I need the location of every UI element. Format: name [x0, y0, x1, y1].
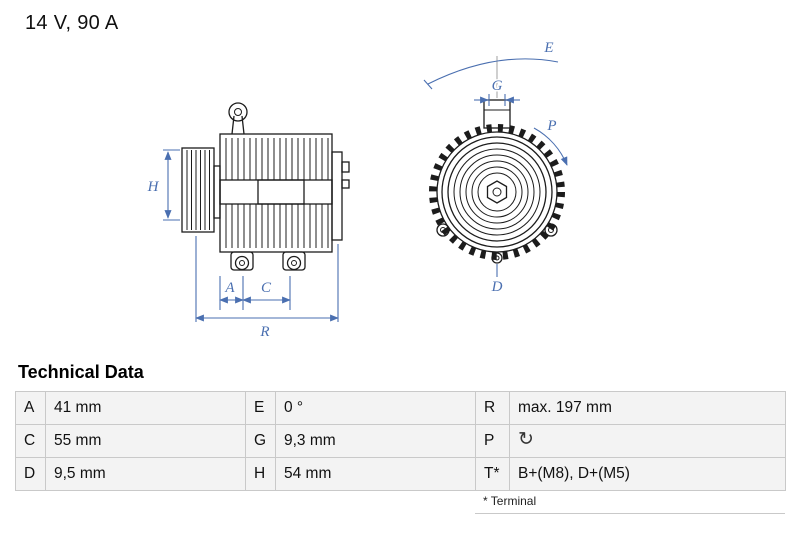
- tech-key: G: [245, 424, 276, 458]
- tech-key: E: [245, 391, 276, 425]
- terminal-footnote: * Terminal: [475, 491, 785, 514]
- tech-key: C: [15, 424, 46, 458]
- table-row: A 41 mm E 0 ° R max. 197 mm: [15, 391, 786, 425]
- dim-label-d: D: [491, 279, 503, 295]
- terminal-d-plus: [341, 179, 350, 189]
- table-row: C 55 mm G 9,3 mm P ↻: [15, 424, 786, 458]
- housing-body: [219, 133, 333, 253]
- tech-key: T*: [475, 457, 510, 491]
- front-top-lug: [483, 99, 511, 129]
- tech-value: max. 197 mm: [509, 391, 786, 425]
- fan-ring: [441, 136, 553, 248]
- front-boss-right-hole: [548, 227, 554, 233]
- front-boss-left: [436, 223, 450, 237]
- dim-label-r: R: [259, 324, 269, 340]
- cooling-fins-upper: [225, 138, 329, 180]
- stator-block: [257, 179, 305, 205]
- front-boss-bottom-hole: [494, 255, 500, 261]
- shaft-nut-hex: [486, 180, 508, 204]
- pulley-grooves: [186, 150, 210, 230]
- rotation-clockwise-icon: ↻: [518, 429, 534, 450]
- mount-ear-front-boss: [234, 255, 250, 271]
- tech-key: A: [15, 391, 46, 425]
- tech-value: 41 mm: [45, 391, 246, 425]
- pulley-groove-5: [477, 172, 517, 212]
- tech-key: R: [475, 391, 510, 425]
- dim-label-c: C: [261, 280, 272, 296]
- mount-ear-rear-hole: [291, 260, 297, 266]
- pulley-groove-3: [465, 160, 529, 224]
- pulley-groove-1: [453, 148, 541, 236]
- alternator-side-view: H A C R: [147, 102, 350, 340]
- dim-label-g: G: [492, 78, 503, 94]
- top-lug-hole: [234, 108, 242, 116]
- alternator-front-view: E G P D: [423, 40, 568, 295]
- alternator-technical-drawing: H A C R: [147, 40, 568, 340]
- table-row: D 9,5 mm H 54 mm T* B+(M8), D+(M5): [15, 457, 786, 491]
- rear-cover: [331, 151, 343, 241]
- dim-label-h: H: [147, 179, 160, 195]
- shaft-step: [213, 165, 221, 219]
- rotation-direction-arrow: [533, 127, 568, 166]
- tech-value: 9,5 mm: [45, 457, 246, 491]
- cooling-fins-lower: [225, 204, 329, 248]
- tech-key: P: [475, 424, 510, 458]
- tech-value: B+(M8), D+(M5): [509, 457, 786, 491]
- tech-value: 9,3 mm: [275, 424, 476, 458]
- tech-key: H: [245, 457, 276, 491]
- dim-label-a: A: [224, 280, 235, 296]
- technical-data-section: Technical Data A 41 mm E 0 ° R max. 197 …: [15, 362, 786, 514]
- tech-value: 0 °: [275, 391, 476, 425]
- stator-band: [219, 179, 333, 205]
- terminal-b-plus: [341, 161, 350, 173]
- dim-label-e: E: [543, 40, 553, 56]
- front-boss-left-hole: [440, 227, 446, 233]
- dim-e-tick: [423, 79, 433, 90]
- front-boss-bottom: [491, 252, 503, 264]
- housing-rim: [436, 131, 558, 253]
- dim-label-p: P: [546, 118, 556, 134]
- tech-value-rotation: ↻: [509, 424, 786, 458]
- front-boss-right: [544, 223, 558, 237]
- dim-ac-extensions: [219, 276, 291, 310]
- technical-data-table: A 41 mm E 0 ° R max. 197 mm C 55 mm G 9,…: [15, 391, 786, 491]
- shaft-center-hole: [492, 187, 502, 197]
- pulley-groove-2: [459, 154, 535, 230]
- serrated-rim: [429, 124, 565, 260]
- top-lug-arms: [231, 115, 245, 135]
- pulley-flange: [447, 142, 547, 242]
- technical-data-title: Technical Data: [18, 362, 144, 382]
- mount-ear-front-hole: [239, 260, 245, 266]
- dim-r-extensions: [195, 236, 339, 322]
- product-spec: 14 V, 90 A: [25, 12, 119, 34]
- pulley-groove-4: [471, 166, 523, 218]
- top-lug-eye: [228, 102, 248, 122]
- tech-key: D: [15, 457, 46, 491]
- dim-g-ticks: [488, 94, 506, 106]
- dim-h-extensions: [163, 149, 180, 221]
- tech-value: 55 mm: [45, 424, 246, 458]
- tech-value: 54 mm: [275, 457, 476, 491]
- dim-e-arc: [427, 58, 559, 85]
- mount-ear-rear-boss: [286, 255, 302, 271]
